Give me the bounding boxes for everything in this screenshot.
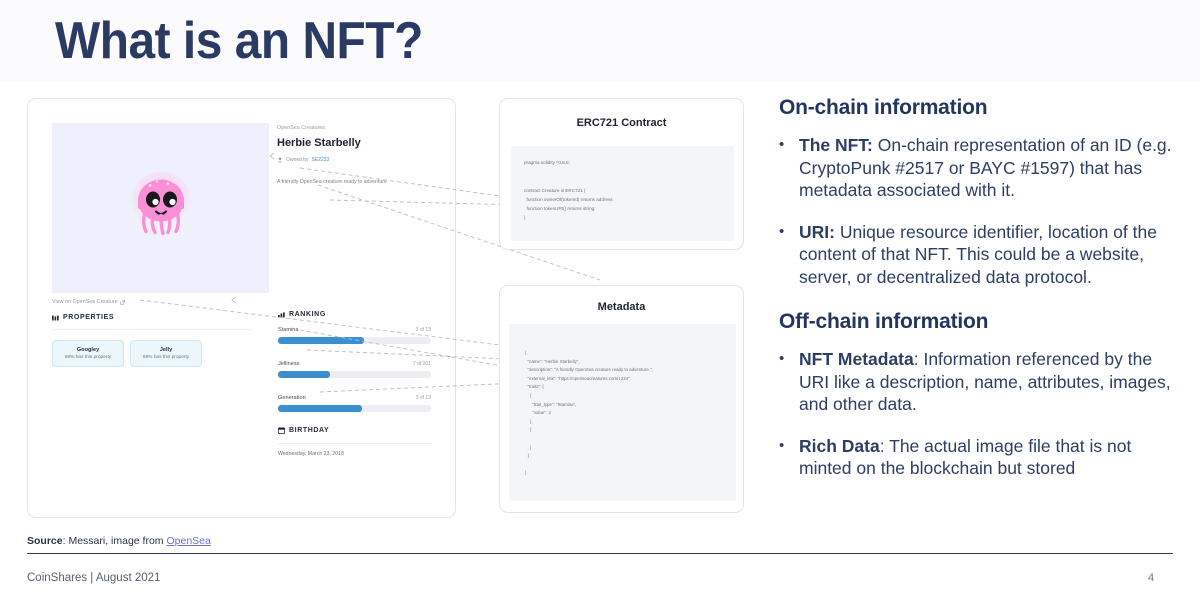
- ranking-track: [278, 371, 431, 378]
- bullet-text: The NFT: On-chain representation of an I…: [799, 134, 1179, 202]
- ranking-name: Stamina: [278, 327, 299, 333]
- properties-section-header: PROPERTIES: [52, 314, 114, 321]
- bullet-dot: •: [779, 136, 785, 153]
- explanation-column: On-chain information • The NFT: On-chain…: [779, 96, 1179, 499]
- collection-name: OpenSea Creatures: [277, 125, 325, 131]
- external-link-icon: [119, 299, 125, 305]
- opensea-listing-card: OpenSea Creatures Herbie Starbelly Owned…: [27, 98, 456, 518]
- person-icon: [277, 157, 283, 163]
- property-rarity: 98% has this property: [142, 355, 190, 360]
- nft-description: A friendly OpenSea creature ready to adv…: [277, 179, 387, 185]
- birthday-value: Wednesday, March 23, 2018: [278, 451, 344, 457]
- contract-code-block: pragma solidity ^0.5.0; contract Creatur…: [511, 146, 734, 241]
- page-title: What is an NFT?: [55, 12, 423, 70]
- birthday-section-header: BIRTHDAY: [278, 427, 329, 434]
- bullet-dot: •: [779, 350, 785, 367]
- metadata-code-text: { "name": "Herbie Starbelly", "descripti…: [525, 350, 653, 476]
- list-item: • NFT Metadata: Information referenced b…: [779, 348, 1179, 416]
- bullet-text: NFT Metadata: Information referenced by …: [799, 348, 1179, 416]
- property-card[interactable]: Jelly 98% has this property: [130, 340, 202, 367]
- ranking-fill: [278, 371, 331, 378]
- metadata-card-title: Metadata: [597, 301, 646, 313]
- list-item: • URI: Unique resource identifier, locat…: [779, 221, 1179, 289]
- source-text: : Messari, image from: [62, 535, 167, 547]
- ranking-row: Jelliness 7 of 201: [278, 361, 431, 378]
- bullet-lead: URI:: [799, 221, 835, 242]
- source-line: Source: Messari, image from OpenSea: [27, 535, 211, 547]
- list-item: • The NFT: On-chain representation of an…: [779, 134, 1179, 202]
- opensea-source-link[interactable]: OpenSea: [166, 535, 211, 547]
- view-link-label: View on OpenSea Creature: [52, 299, 118, 305]
- bullet-lead: NFT Metadata: [799, 349, 914, 369]
- property-rarity: 98% has this property: [64, 355, 112, 360]
- bullet-text: Rich Data: The actual image file that is…: [799, 435, 1179, 480]
- owner-handle[interactable]: SE2233: [311, 157, 330, 163]
- source-prefix: Source: [27, 535, 63, 547]
- bullet-text: URI: Unique resource identifier, locatio…: [799, 221, 1179, 289]
- bullet-dot: •: [779, 222, 785, 240]
- property-name: Jelly: [159, 347, 173, 353]
- ranking-fill: [278, 405, 363, 412]
- ranking-name: Jelliness: [278, 361, 300, 367]
- bullet-rest: Unique resource identifier, location of …: [799, 221, 1157, 287]
- contract-code-text: pragma solidity ^0.5.0; contract Creatur…: [524, 160, 613, 221]
- offchain-bullet-list: • NFT Metadata: Information referenced b…: [779, 348, 1179, 480]
- erc721-contract-card: ERC721 Contract pragma solidity ^0.5.0; …: [499, 98, 744, 250]
- list-item: • Rich Data: The actual image file that …: [779, 435, 1179, 480]
- ranking-fill: [278, 337, 364, 344]
- property-card[interactable]: Googley 98% has this property: [52, 340, 124, 367]
- nft-artwork-image: [52, 123, 269, 293]
- calendar-icon: [278, 427, 285, 434]
- birthday-divider: [278, 443, 431, 444]
- properties-divider: [52, 329, 252, 330]
- properties-label: PROPERTIES: [63, 314, 115, 321]
- ranking-row: Generation 3 of 13: [278, 395, 431, 412]
- ranking-count: 3 of 13: [415, 395, 431, 401]
- ranking-track: [278, 405, 431, 412]
- ranking-row: Stamina 3 of 13: [278, 327, 431, 344]
- jellyfish-icon: [130, 170, 192, 247]
- ranking-label: RANKING: [289, 311, 326, 318]
- title-band: [0, 0, 1200, 82]
- onchain-bullet-list: • The NFT: On-chain representation of an…: [779, 134, 1179, 288]
- onchain-section-title: On-chain information: [779, 96, 988, 119]
- offchain-section-title: Off-chain information: [779, 310, 989, 333]
- nft-name: Herbie Starbelly: [277, 137, 361, 149]
- bullet-lead: The NFT:: [799, 135, 873, 155]
- ranking-track: [278, 337, 431, 344]
- page-number: 4: [1148, 572, 1155, 584]
- ranking-count: 7 of 201: [412, 361, 431, 367]
- owner-prefix: Owned by: [286, 157, 309, 163]
- metadata-card: Metadata { "name": "Herbie Starbelly", "…: [499, 285, 744, 513]
- properties-icon: [52, 315, 59, 320]
- property-name: Googley: [76, 347, 100, 353]
- contract-card-title: ERC721 Contract: [576, 117, 667, 129]
- owner-row: Owned by SE2233: [277, 157, 329, 163]
- birthday-label: BIRTHDAY: [289, 427, 330, 434]
- view-on-opensea-link[interactable]: View on OpenSea Creature: [52, 299, 125, 305]
- ranking-section-header: RANKING: [278, 311, 326, 318]
- bar-chart-icon: [278, 311, 285, 317]
- footer-divider: [27, 553, 1173, 554]
- bullet-rest: On-chain representation of an ID (e.g. C…: [799, 135, 1172, 200]
- ranking-name: Generation: [278, 395, 306, 401]
- bullet-rest: : Information referenced by the URI like…: [799, 349, 1171, 414]
- bullet-dot: •: [779, 436, 785, 454]
- bullet-lead: Rich Data: [799, 435, 880, 456]
- ranking-count: 3 of 13: [415, 327, 431, 333]
- footer-attribution: CoinShares | August 2021: [27, 572, 161, 584]
- metadata-code-block: { "name": "Herbie Starbelly", "descripti…: [509, 324, 736, 501]
- bullet-rest: : The actual image file that is not mint…: [799, 435, 1132, 479]
